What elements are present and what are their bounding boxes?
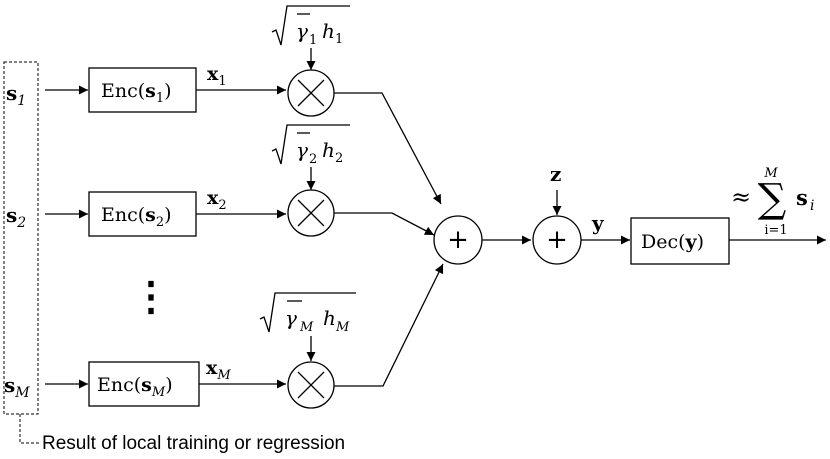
ellipsis: ⋮ [131,273,171,320]
caption: Result of local training or regression [42,433,345,454]
gain-2: γ 2 h 2 [271,124,350,167]
svg-text:i: i [810,198,814,214]
svg-text:h: h [322,138,335,162]
noise-add-symbol: + [546,225,568,255]
decoder-label: Dec(y) [641,231,704,253]
encoder-1-label: Enc(s1) [101,80,172,106]
sum-symbol: + [447,225,469,255]
svg-text:1: 1 [309,33,317,48]
svg-text:γ: γ [296,19,308,43]
source-2: s2 [6,203,26,231]
source-1: s1 [6,81,26,109]
svg-text:h: h [323,306,336,330]
multiply-icon-M [297,371,325,399]
source-M: sM [4,373,30,401]
multiply-icon-1 [297,79,325,107]
svg-text:1: 1 [335,32,343,47]
svg-text:h: h [322,19,335,43]
multiply-icon-2 [297,199,325,227]
svg-text:2: 2 [335,151,343,166]
decoder-box [630,217,730,265]
svg-text:∑: ∑ [758,176,787,222]
arrow-mult2-sum [334,212,435,236]
received-label: y [591,211,605,235]
output-expression: ≈ M ∑ i=1 s i [731,166,814,238]
svg-text:γ: γ [296,138,308,162]
svg-text:≈: ≈ [731,183,751,211]
encoder-2-box [88,191,197,237]
encoded-1: x1 [207,63,227,89]
encoded-M: xM [206,357,231,383]
svg-text:i=1: i=1 [764,223,787,238]
gain-M: γ M h M [259,292,356,335]
source-group-box [3,61,39,415]
svg-text:s: s [796,185,808,210]
caption-leader [19,414,40,444]
encoder-2-label: Enc(s2) [101,204,172,230]
encoded-2: x2 [207,187,227,213]
noise-label: z [550,162,561,186]
svg-text:2: 2 [309,152,317,167]
svg-text:γ: γ [285,306,297,330]
arrow-multM-sum [334,263,444,387]
encoder-M-label: Enc(sM) [97,374,173,400]
svg-text:M: M [335,320,350,335]
gain-1: γ 1 h 1 [271,5,350,48]
svg-text:M: M [763,166,778,181]
svg-text:M: M [299,320,314,335]
arrow-mult1-sum [334,92,442,205]
